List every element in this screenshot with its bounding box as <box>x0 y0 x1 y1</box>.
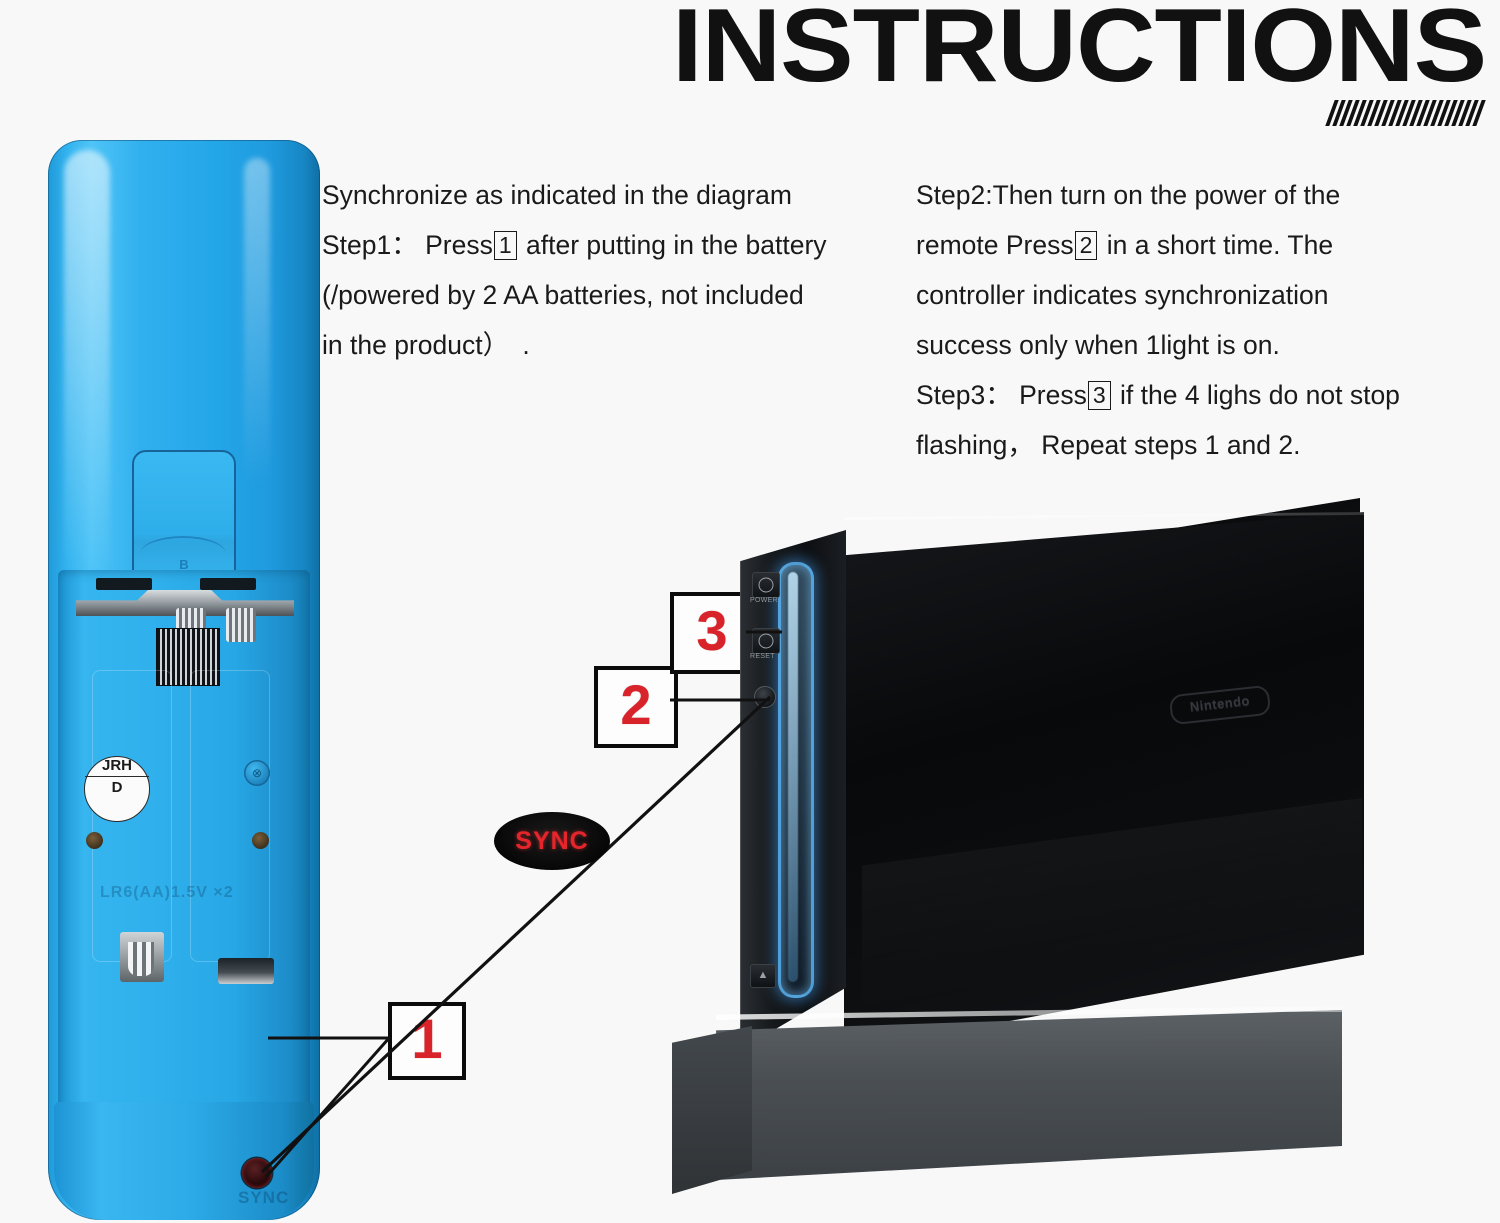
step3-suffix: if the 4 lighs do not stop <box>1112 380 1400 410</box>
text-line-success: success only when 1light is on. <box>916 330 1280 360</box>
bay-contact-dark-right <box>200 578 256 590</box>
text-line-flashing: flashing， Repeat steps 1 and 2. <box>916 430 1301 460</box>
step3-prefix: Step3： Press <box>916 380 1087 410</box>
console-top-edge-highlight <box>844 512 1364 520</box>
eject-button[interactable]: ▲ <box>750 964 776 988</box>
power-button-label: POWER <box>750 597 778 604</box>
console-stand-side <box>672 1026 752 1194</box>
step2-suffix: in a short time. The <box>1099 230 1334 260</box>
inline-box-1: 1 <box>493 231 517 260</box>
inline-box-3: 3 <box>1087 381 1111 410</box>
sticker-line-2: D <box>85 776 149 796</box>
battery-slot-right <box>190 670 270 962</box>
sticker-line-1: JRH <box>101 757 132 774</box>
battery-spec-emboss: LR6(AA)1.5V ×2 <box>100 884 234 901</box>
step1-suffix: after putting in the battery <box>518 230 827 260</box>
remote-sync-button[interactable] <box>242 1158 272 1188</box>
wii-console-illustration: POWER RESET ▲ Nintendo <box>672 498 1364 1198</box>
reset-icon <box>758 633 774 649</box>
page-title: INSTRUCTIONS <box>672 0 1487 104</box>
text-line-battery: (/powered by 2 AA batteries, not include… <box>322 280 804 310</box>
callout-badge-1: 1 <box>388 1002 466 1080</box>
power-button[interactable] <box>752 572 780 598</box>
battery-spring-right <box>226 608 256 642</box>
wii-remote-illustration: B JRH D ⊗ LR6(AA)1.5V ×2 SYNC <box>48 140 320 1220</box>
sync-oval-label: SYNC <box>494 812 610 870</box>
bay-hole-right <box>252 832 269 849</box>
bay-metal-contact-b <box>218 958 274 984</box>
remote-b-trigger: B <box>132 450 236 586</box>
remote-highlight-left <box>64 150 110 580</box>
instructions-right-column: Step2:Then turn on the power of the remo… <box>916 170 1496 470</box>
disc-slot <box>788 572 798 982</box>
power-icon <box>758 577 774 593</box>
remote-sync-emboss-label: SYNC <box>238 1188 290 1207</box>
instructions-left-column: Synchronize as indicated in the diagram … <box>322 170 902 370</box>
console-sync-button[interactable] <box>754 686 776 708</box>
title-block: INSTRUCTIONS <box>672 0 1500 142</box>
b-button-glyph: B <box>179 557 189 572</box>
text-line-intro: Synchronize as indicated in the diagram <box>322 180 792 210</box>
reset-button[interactable] <box>752 628 780 654</box>
console-stand-front <box>716 1010 1342 1180</box>
text-line-product: in the product） . <box>322 330 530 360</box>
title-hatch-decoration <box>1325 100 1496 128</box>
inline-box-2: 2 <box>1074 231 1098 260</box>
trigger-lip <box>140 536 226 554</box>
step2-prefix: remote Press <box>916 230 1074 260</box>
callout-badge-2: 2 <box>594 666 678 748</box>
text-line-controller: controller indicates synchronization <box>916 280 1329 310</box>
bay-metal-contact-a <box>120 932 164 982</box>
reset-button-label: RESET <box>750 653 775 660</box>
remote-battery-bay: JRH D ⊗ LR6(AA)1.5V ×2 <box>58 570 310 1110</box>
bay-contact-dark-left <box>96 578 152 590</box>
console-side-face <box>844 512 1364 1052</box>
text-line-step2: Step2:Then turn on the power of the <box>916 180 1341 210</box>
remote-highlight-right <box>244 158 270 488</box>
bay-screw: ⊗ <box>244 760 270 786</box>
jrh-sticker: JRH D <box>84 756 150 822</box>
step1-prefix: Step1： Press <box>322 230 493 260</box>
bay-hole-left <box>86 832 103 849</box>
